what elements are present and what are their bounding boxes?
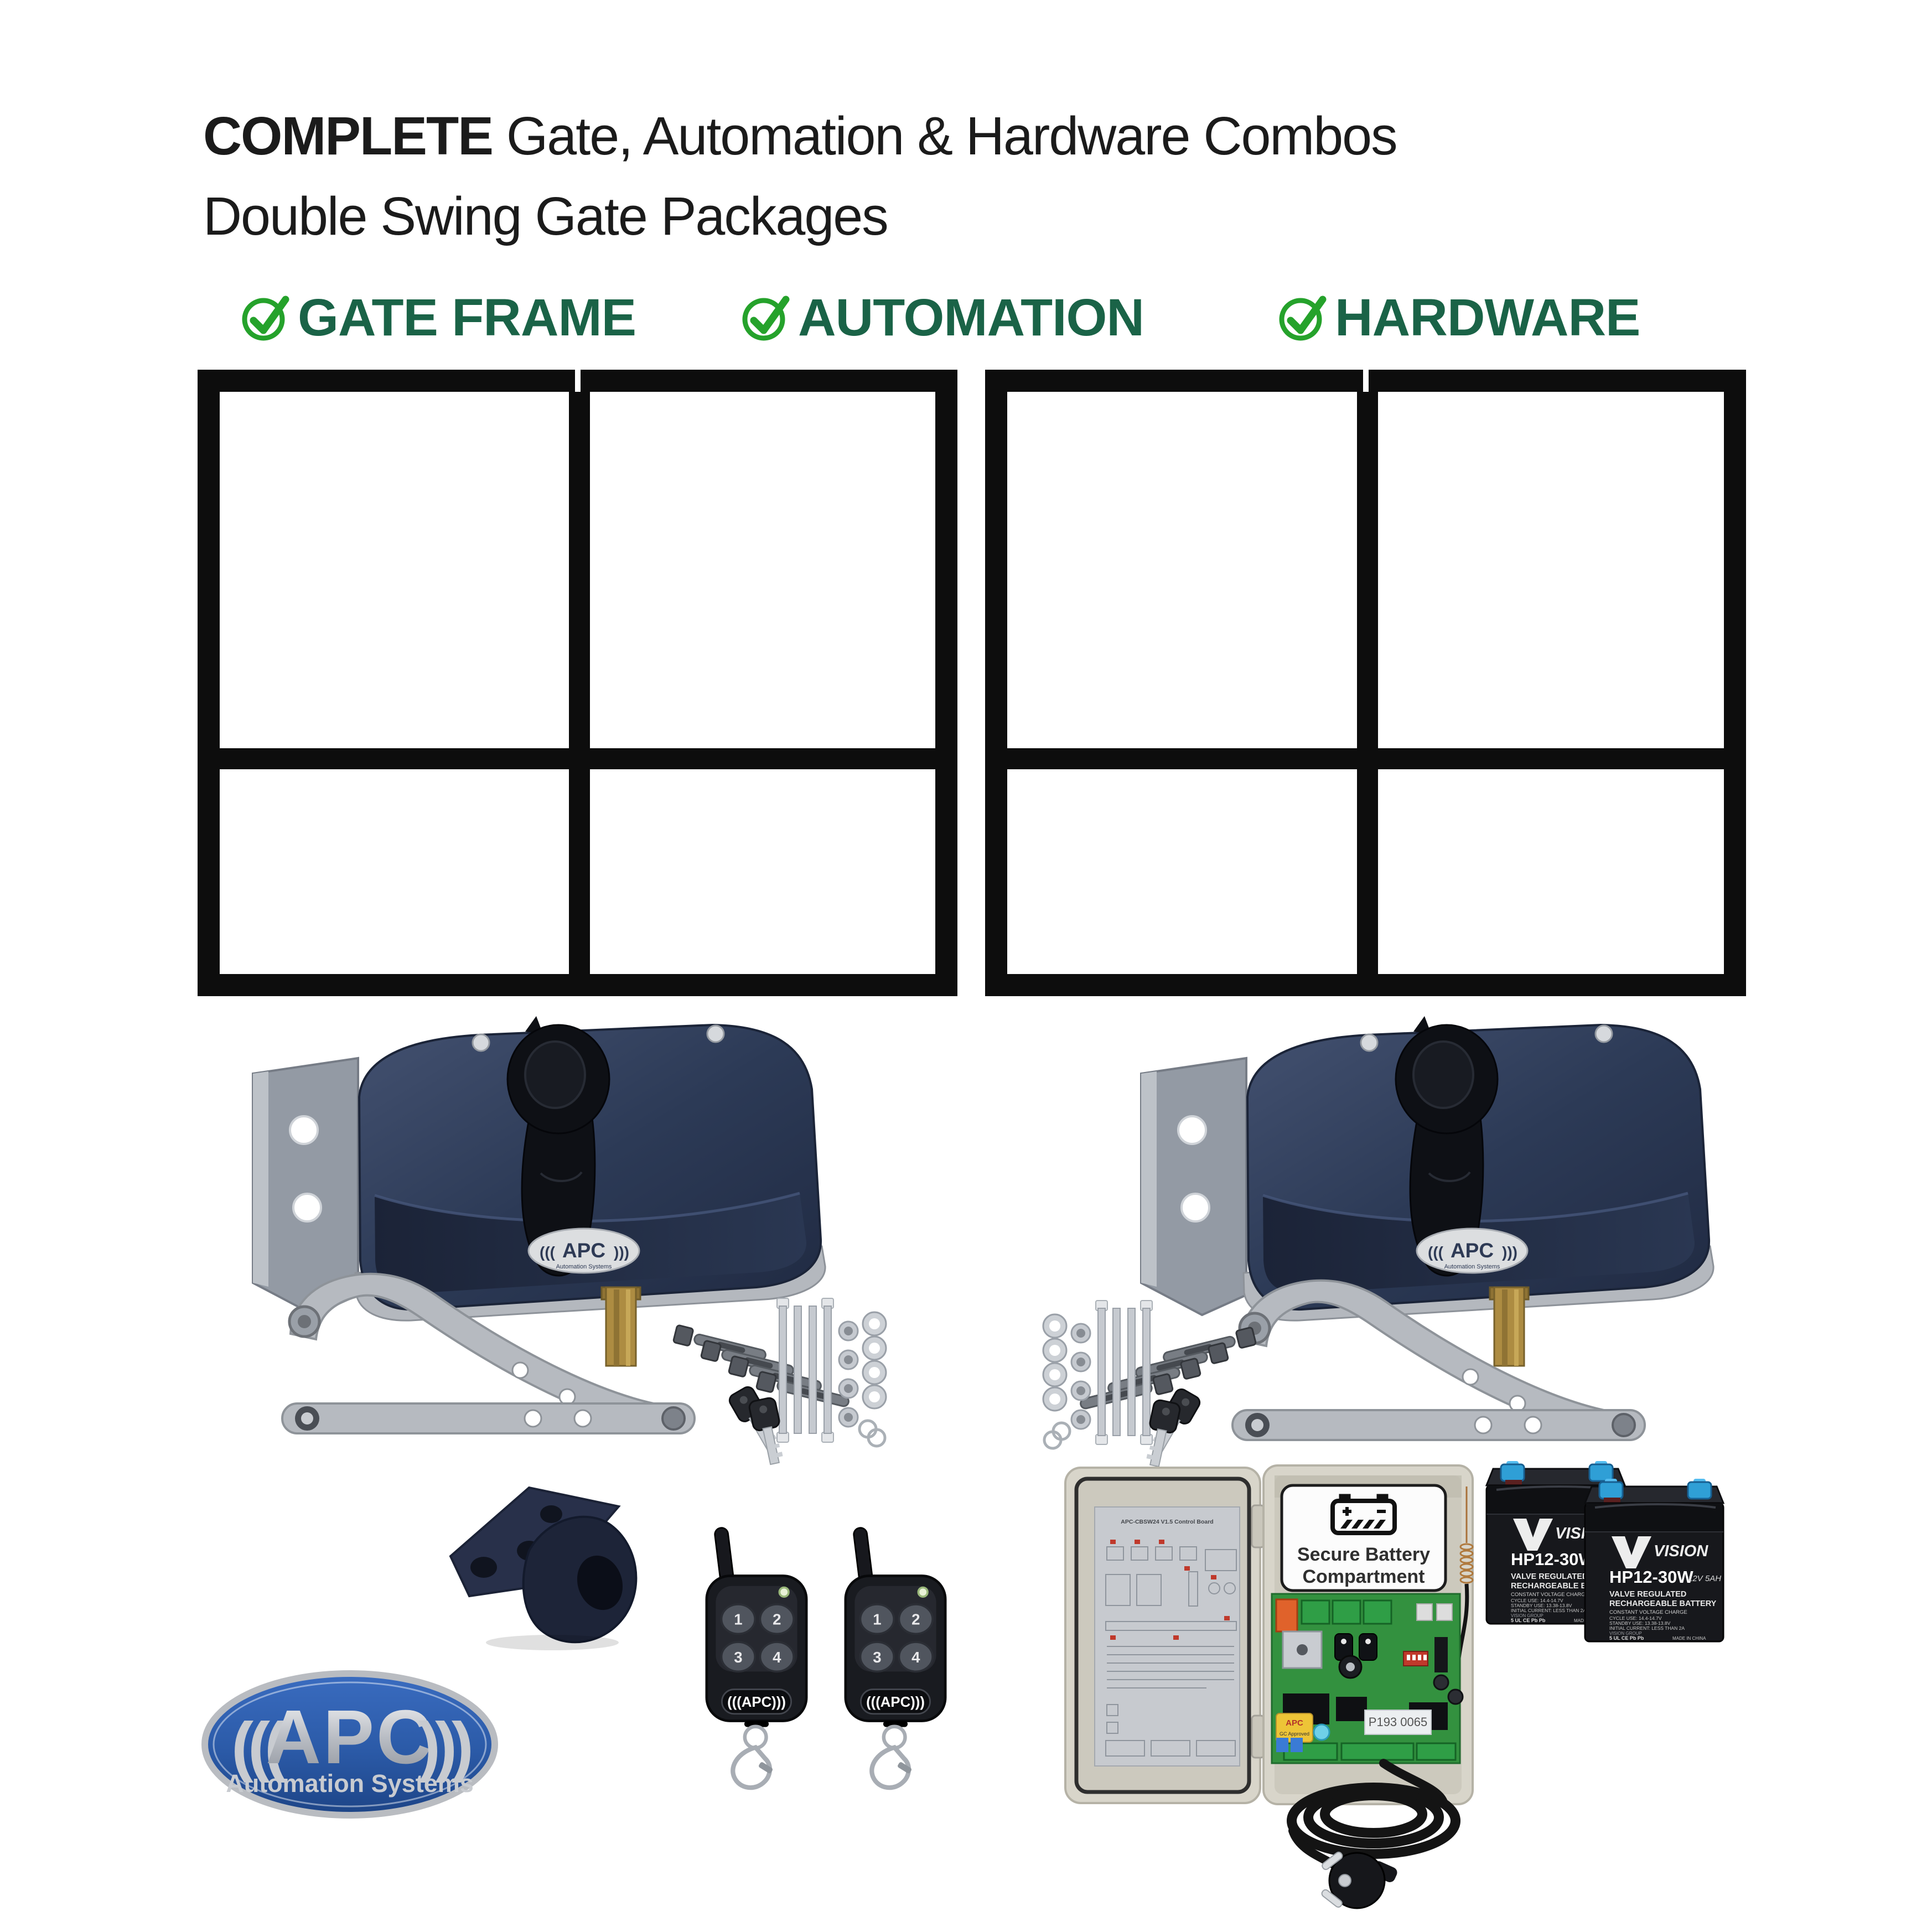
gate-mullion-horizontal	[1007, 748, 1724, 769]
power-plug	[1321, 1851, 1397, 1909]
control-box: APC-CBSW24 V1.5 Control Board	[1064, 1464, 1474, 1909]
apc-brand-logo: ((( APC ))) Automation Systems	[201, 1670, 498, 1819]
svg-text:GC Approved: GC Approved	[1280, 1731, 1309, 1737]
pcb-relay	[1336, 1697, 1367, 1721]
feature-gate-frame: GATE FRAME	[239, 288, 636, 348]
page-subtitle: Double Swing Gate Packages	[203, 186, 889, 246]
diagram-title: APC-CBSW24 V1.5 Control Board	[1121, 1519, 1213, 1525]
pcb-switch	[1359, 1633, 1377, 1661]
pcb-ic-chip	[1434, 1637, 1448, 1672]
frame-seam	[1363, 370, 1369, 392]
gate-mullion-vertical	[569, 392, 591, 974]
check-circle-icon	[1279, 296, 1327, 340]
svg-text:APC: APC	[1286, 1718, 1303, 1728]
hardware-kit-left	[673, 1298, 886, 1466]
svg-text:Compartment: Compartment	[1302, 1566, 1425, 1587]
logo-brand: APC	[266, 1695, 433, 1780]
gate-stop	[449, 1486, 638, 1650]
page-title: COMPLETE Gate, Automation & Hardware Com…	[203, 105, 1398, 167]
title-rest: Gate, Automation & Hardware Combos	[492, 106, 1398, 166]
board-id-sticker: P193 0065	[1364, 1710, 1432, 1735]
gate-mullion-vertical	[1357, 392, 1379, 974]
power-cord	[1287, 1759, 1460, 1909]
check-circle-icon	[242, 296, 289, 340]
qc-approved-sticker: APC GC Approved	[1276, 1713, 1313, 1743]
remote-control-left	[707, 1527, 806, 1788]
gate-motor-left	[253, 1016, 825, 1366]
hardware-kit-right	[1043, 1301, 1256, 1468]
pcb-blue-terminal	[1276, 1738, 1288, 1752]
hinge	[1251, 1504, 1265, 1548]
feature-label: AUTOMATION	[798, 288, 1144, 347]
title-bold: COMPLETE	[203, 106, 494, 166]
gate-frame-right	[985, 370, 1746, 996]
qc-round-sticker	[1313, 1723, 1330, 1741]
pcb-orange-connector	[1275, 1598, 1298, 1633]
gate-mullion-horizontal	[220, 748, 935, 769]
hinge	[1251, 1715, 1265, 1759]
feature-label: HARDWARE	[1335, 288, 1640, 347]
logo-subtitle: Automation Systems	[226, 1769, 474, 1798]
feature-hardware: HARDWARE	[1276, 288, 1640, 348]
svg-text:P193 0065: P193 0065	[1369, 1715, 1427, 1729]
control-board-pcb: APC GC Approved P193 0065	[1271, 1593, 1464, 1764]
diagram-schematic	[1105, 1546, 1237, 1757]
diagram-markers	[1110, 1540, 1230, 1640]
remote-control-right	[846, 1527, 945, 1788]
feature-automation: AUTOMATION	[739, 288, 1144, 348]
frame-seam	[574, 370, 581, 392]
gate-frame-left	[198, 370, 957, 996]
pcb-blue-terminal	[1291, 1738, 1303, 1752]
battery-icon	[1330, 1494, 1397, 1535]
check-circle-icon	[742, 296, 790, 340]
logo-right-waves: )))	[418, 1709, 470, 1783]
backup-battery-right	[1584, 1478, 1724, 1643]
gate-motor-right	[1141, 1016, 1713, 1366]
feature-label: GATE FRAME	[298, 288, 636, 347]
svg-text:Secure Battery: Secure Battery	[1297, 1544, 1430, 1565]
battery-compartment-label: Secure Battery Compartment	[1280, 1484, 1447, 1592]
wiring-diagram-sheet	[1094, 1506, 1240, 1767]
